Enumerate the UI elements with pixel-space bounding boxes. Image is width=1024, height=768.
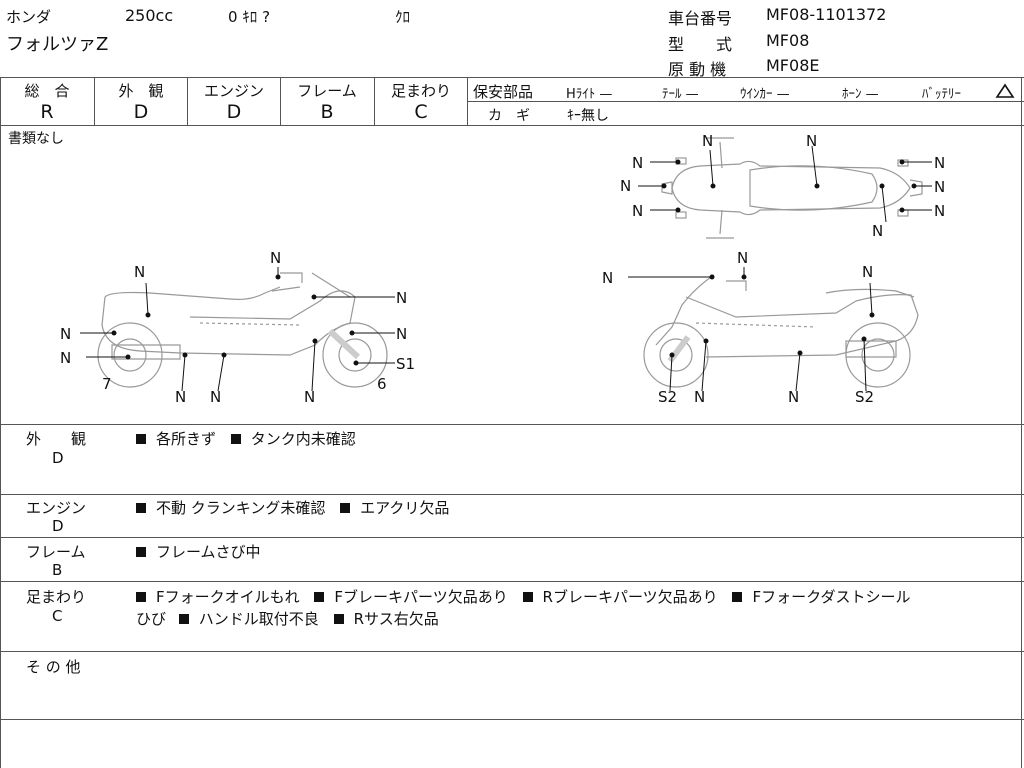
note-item: ひび <box>136 610 167 628</box>
scooter-left-view: N N N N N N N N N S1 7 6 <box>60 249 415 406</box>
section-notes: 各所きず タンク内未確認 <box>136 428 356 449</box>
mark-n: N <box>270 249 281 267</box>
horn-status: ﾎｰﾝ — <box>842 87 879 102</box>
type-value: MF08 <box>766 31 810 50</box>
note-item: Fフォークオイルもれ <box>156 588 300 606</box>
section-title: 足まわり <box>26 588 87 606</box>
note-item: タンク内未確認 <box>250 430 356 448</box>
note-item: Rブレーキパーツ欠品あり <box>542 588 718 606</box>
mileage: 0 ｷﾛ ? <box>228 8 271 26</box>
frame-no-label: 車台番号 <box>668 9 733 28</box>
section-grade: D <box>52 449 64 467</box>
mark-n: N <box>694 388 705 406</box>
section-title: エンジン <box>26 499 87 517</box>
mark-n: N <box>60 325 71 343</box>
engine-label: 原 動 機 <box>668 60 727 79</box>
grade-suspension-value: C <box>414 101 428 123</box>
headlight-status: Hﾗｲﾄ — <box>566 87 613 102</box>
note-item: エアクリ欠品 <box>360 499 450 517</box>
section-grade: C <box>52 607 63 625</box>
type-label: 型 式 <box>668 35 733 54</box>
mark-n: N <box>396 289 407 307</box>
mark-n: N <box>737 249 748 267</box>
mark-s1: S1 <box>396 355 415 373</box>
note-item: Fブレーキパーツ欠品あり <box>334 588 508 606</box>
mark-s2: S2 <box>658 388 677 406</box>
mark-n: N <box>806 132 817 150</box>
triangle-icon <box>995 83 1015 98</box>
section-notes: Fフォークオイルもれ Fブレーキパーツ欠品あり Rブレーキパーツ欠品あり Fフォ… <box>136 586 910 607</box>
grade-suspension-label: 足まわり <box>390 82 451 100</box>
mark-n: N <box>934 178 945 196</box>
note-item: Fフォークダストシール <box>752 588 911 606</box>
mark-n: N <box>862 263 873 281</box>
maker: ホンダ <box>6 8 52 26</box>
frame-no: MF08-1101372 <box>766 5 887 24</box>
mark-n: N <box>934 154 945 172</box>
section-grade: D <box>52 517 64 535</box>
winker-status: ｳｲﾝｶｰ — <box>740 87 790 102</box>
note-item: 各所きず <box>156 430 217 448</box>
scooter-top-view: N N N N N N N N N <box>620 132 945 240</box>
mark-n: N <box>602 269 613 287</box>
model-name: フォルツァZ <box>6 34 109 55</box>
section-notes: 不動 クランキング未確認 エアクリ欠品 <box>136 497 449 518</box>
section-title: フレーム <box>26 543 86 561</box>
grade-frame-label: フレーム <box>297 82 357 100</box>
battery-status: ﾊﾞｯﾃﾘｰ <box>922 87 961 102</box>
grade-engine-value: D <box>226 101 242 123</box>
engine-value: MF08E <box>766 56 820 75</box>
note-item: 不動 クランキング未確認 <box>156 499 326 517</box>
grade-exterior-label: 外 観 <box>118 82 164 100</box>
grade-overall-value: R <box>40 101 54 123</box>
section-notes-cont: ひび ハンドル取付不良 Rサス右欠品 <box>136 608 439 629</box>
taillight-status: ﾃｰﾙ — <box>662 87 699 102</box>
mark-n: N <box>175 388 186 406</box>
mark-n: N <box>632 202 643 220</box>
mark-n: N <box>934 202 945 220</box>
displacement: 250cc <box>125 6 174 25</box>
section-grade: B <box>52 561 63 579</box>
mark-n: N <box>304 388 315 406</box>
body-color: ｸﾛ <box>395 8 411 26</box>
grade-overall-label: 総 合 <box>24 82 70 100</box>
section-title: 外 観 <box>26 430 87 448</box>
documents-status: 書類なし <box>8 131 64 147</box>
grade-exterior-value: D <box>133 101 149 123</box>
mark-n: N <box>396 325 407 343</box>
mark-n: N <box>134 263 145 281</box>
note-item: フレームさび中 <box>156 543 261 561</box>
mark-n: N <box>788 388 799 406</box>
mark-n: N <box>702 132 713 150</box>
grade-frame-value: B <box>320 101 334 123</box>
scooter-right-view: N N N S2 N N S2 <box>602 249 919 406</box>
note-item: Rサス右欠品 <box>353 610 439 628</box>
section-title: そ の 他 <box>26 658 81 676</box>
mark-n: N <box>60 349 71 367</box>
mark-6: 6 <box>377 375 387 393</box>
mark-n: N <box>872 222 883 240</box>
section-notes: フレームさび中 <box>136 541 261 562</box>
mark-n: N <box>620 177 631 195</box>
grade-engine-label: エンジン <box>203 82 264 100</box>
key-label: カ ギ <box>488 108 530 124</box>
safety-title: 保安部品 <box>473 83 534 101</box>
mark-n: N <box>632 154 643 172</box>
note-item: ハンドル取付不良 <box>198 610 319 628</box>
mark-7: 7 <box>102 375 112 393</box>
mark-s2: S2 <box>855 388 874 406</box>
mark-n: N <box>210 388 221 406</box>
key-status: ｷｰ無し <box>567 108 609 124</box>
